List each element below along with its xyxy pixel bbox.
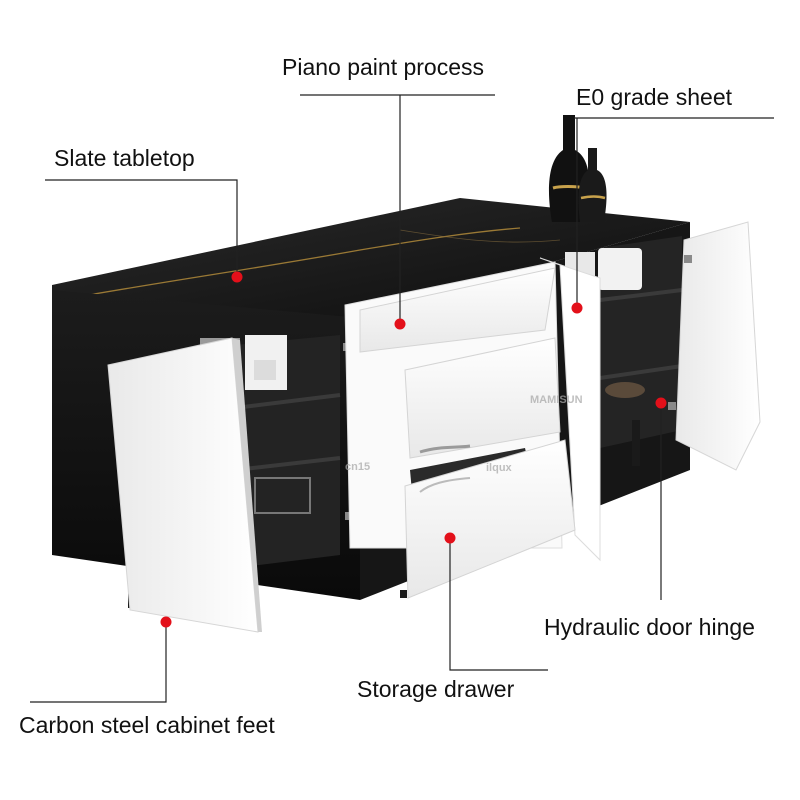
left-door [107, 337, 259, 633]
vase [578, 148, 607, 222]
slate-vein [59, 227, 521, 301]
door-hinge [668, 402, 676, 410]
label-piano-paint: Piano paint process [282, 54, 485, 80]
slate-tabletop-surface [52, 198, 690, 318]
label-e0-sheet: E0 grade sheet [576, 84, 733, 110]
label-hydraulic-hinge: Hydraulic door hinge [544, 614, 755, 640]
right-shelf [599, 364, 683, 380]
cabinet-foot [632, 420, 640, 466]
drawer-middle [404, 337, 561, 459]
marker-e0-sheet [571, 302, 583, 314]
label-storage-drawer: Storage drawer [357, 676, 515, 702]
callout-markers [160, 271, 667, 628]
cabinet-foot [400, 590, 407, 598]
left-interior [235, 335, 340, 568]
door-hinge [684, 255, 692, 263]
marker-cabinet-feet [160, 616, 172, 628]
left-door-edge [232, 338, 262, 632]
label-cabinet-feet: Carbon steel cabinet feet [19, 712, 275, 738]
right-shelf [599, 288, 683, 302]
drawer-grip [419, 444, 471, 454]
drawer-grip [419, 477, 471, 493]
watermark-shop-right: ilqux [486, 462, 512, 474]
drawer-top [359, 267, 556, 353]
marker-storage-drawer [444, 532, 456, 544]
watermark-shop-left: cn15 [345, 461, 371, 473]
marker-slate-tabletop [231, 271, 243, 283]
leader-lines [30, 94, 774, 703]
basket [254, 477, 311, 514]
label-slate-tabletop: Slate tabletop [54, 145, 195, 171]
leader-storage-drawer [449, 538, 548, 671]
marker-hydraulic-hinge [655, 397, 667, 409]
left-shelf [234, 393, 341, 410]
leader-slate-tabletop [45, 179, 238, 276]
slate-vein [399, 229, 561, 243]
watermark-brand: MAMISUN [530, 394, 583, 406]
middle-door-inner [539, 257, 601, 562]
storage-box [254, 360, 276, 380]
drawer-bottom [404, 439, 576, 599]
marker-piano-paint [394, 318, 406, 330]
left-shelf [234, 456, 341, 472]
bowl [605, 382, 645, 398]
storage-box [598, 248, 642, 290]
right-door [675, 221, 761, 471]
vase-gold-band [580, 195, 606, 200]
leader-cabinet-feet [30, 622, 167, 703]
